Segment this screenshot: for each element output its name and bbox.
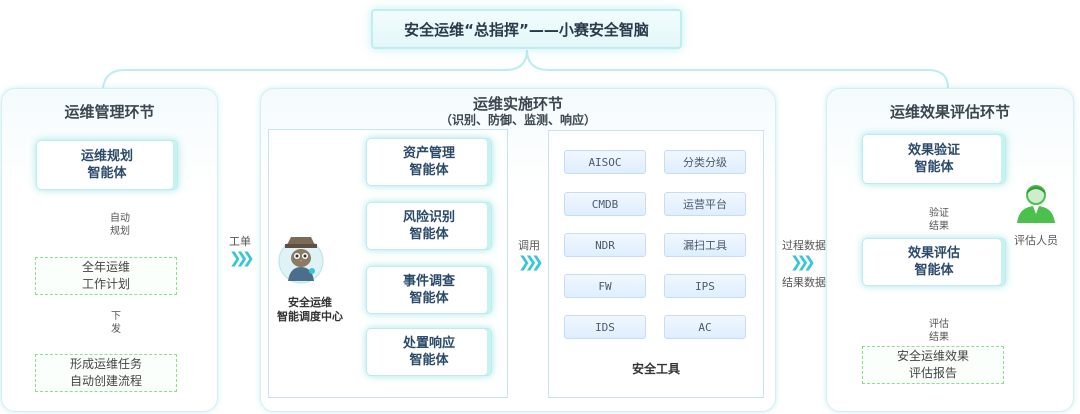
tools-title: 安全工具 — [631, 362, 680, 376]
tool-item[interactable]: CMDB — [564, 192, 646, 216]
panel-implementation-title: 运维实施环节 — [472, 95, 563, 113]
node-label: 形成运维任务 — [69, 357, 142, 371]
node-incident-agent[interactable]: 事件调查 智能体 — [366, 266, 492, 314]
edge-label-work-order: 工单 — [229, 235, 251, 248]
evaluator-label: 评估人员 — [1014, 234, 1058, 247]
connector-top-left — [102, 49, 528, 89]
tool-item[interactable]: AISOC — [564, 150, 646, 174]
edge-label-process-data: 过程数据 — [782, 239, 826, 252]
connector-top-right — [526, 49, 949, 89]
node-label: 自动创建流程 — [69, 374, 142, 388]
node-label: 智能体 — [914, 263, 954, 278]
tool-item[interactable]: AC — [664, 315, 746, 339]
node-verify-agent[interactable]: 效果验证 智能体 — [862, 134, 1006, 184]
node-label: 全年运维 — [81, 260, 130, 274]
node-dispatch-center[interactable]: 安全运维 智能调度中心 — [268, 296, 352, 324]
panel-evaluation-title: 运维效果评估环节 — [889, 103, 1010, 121]
node-plan-agent[interactable]: 运维规划 智能体 — [36, 140, 178, 190]
node-response-agent[interactable]: 处置响应 智能体 — [366, 328, 492, 376]
node-label: 智能体 — [914, 160, 954, 175]
node-label: 智能调度中心 — [277, 310, 343, 323]
node-label: 评估报告 — [908, 366, 957, 380]
user-icon — [1017, 185, 1055, 223]
node-label: 处置响应 — [402, 336, 455, 351]
node-label: 安全运维效果 — [896, 349, 969, 363]
chevron-right-icon: ❯❯❯ — [790, 253, 816, 271]
node-label: 智能体 — [409, 163, 449, 178]
node-annual-plan[interactable]: 全年运维 工作计划 — [35, 257, 177, 295]
node-label: 智能体 — [87, 166, 127, 181]
panel-implementation-subtitle: （识别、防御、监测、响应） — [439, 113, 596, 127]
edge-label-auto-plan: 自动规划 — [110, 213, 130, 237]
node-label: 效果验证 — [907, 143, 960, 158]
robot-avatar-icon — [278, 237, 324, 284]
tool-item[interactable]: 漏扫工具 — [664, 233, 746, 257]
chevron-right-icon: ❯❯❯ — [229, 249, 255, 267]
edge-label-call: 调用 — [518, 239, 540, 252]
tool-item[interactable]: NDR — [564, 233, 646, 257]
node-label: 智能体 — [409, 353, 449, 368]
panel-management-title: 运维管理环节 — [64, 103, 155, 121]
tool-item[interactable]: FW — [564, 274, 646, 298]
tool-item[interactable]: 运营平台 — [664, 192, 746, 216]
node-assess-agent[interactable]: 效果评估 智能体 — [862, 238, 1006, 286]
node-label: 智能体 — [409, 227, 449, 242]
page-title: 安全运维“总指挥”——小赛安全智脑 — [371, 9, 682, 49]
chevron-right-icon: ❯❯❯ — [518, 253, 544, 271]
node-label: 工作计划 — [81, 277, 130, 291]
tools-box — [548, 130, 764, 398]
node-label: 事件调查 — [402, 274, 455, 289]
node-label: 智能体 — [409, 291, 449, 306]
edge-label-assess-result: 评估结果 — [929, 319, 949, 343]
tool-item[interactable]: IDS — [564, 315, 646, 339]
node-label: 效果评估 — [907, 246, 960, 261]
node-label: 运维规划 — [80, 149, 133, 164]
node-label: 资产管理 — [402, 146, 455, 161]
edge-label-result-data: 结果数据 — [782, 276, 826, 289]
edge-label-issue: 下发 — [111, 311, 121, 335]
node-report[interactable]: 安全运维效果 评估报告 — [862, 346, 1004, 384]
tool-item[interactable]: 分类分级 — [664, 150, 746, 174]
tool-item[interactable]: IPS — [664, 274, 746, 298]
node-task-flow[interactable]: 形成运维任务 自动创建流程 — [35, 354, 177, 392]
edge-label-verify-result: 验证结果 — [929, 208, 949, 232]
node-label: 安全运维 — [288, 296, 332, 309]
node-risk-agent[interactable]: 风险识别 智能体 — [366, 202, 492, 250]
node-label: 风险识别 — [402, 210, 455, 225]
node-asset-agent[interactable]: 资产管理 智能体 — [366, 138, 492, 186]
